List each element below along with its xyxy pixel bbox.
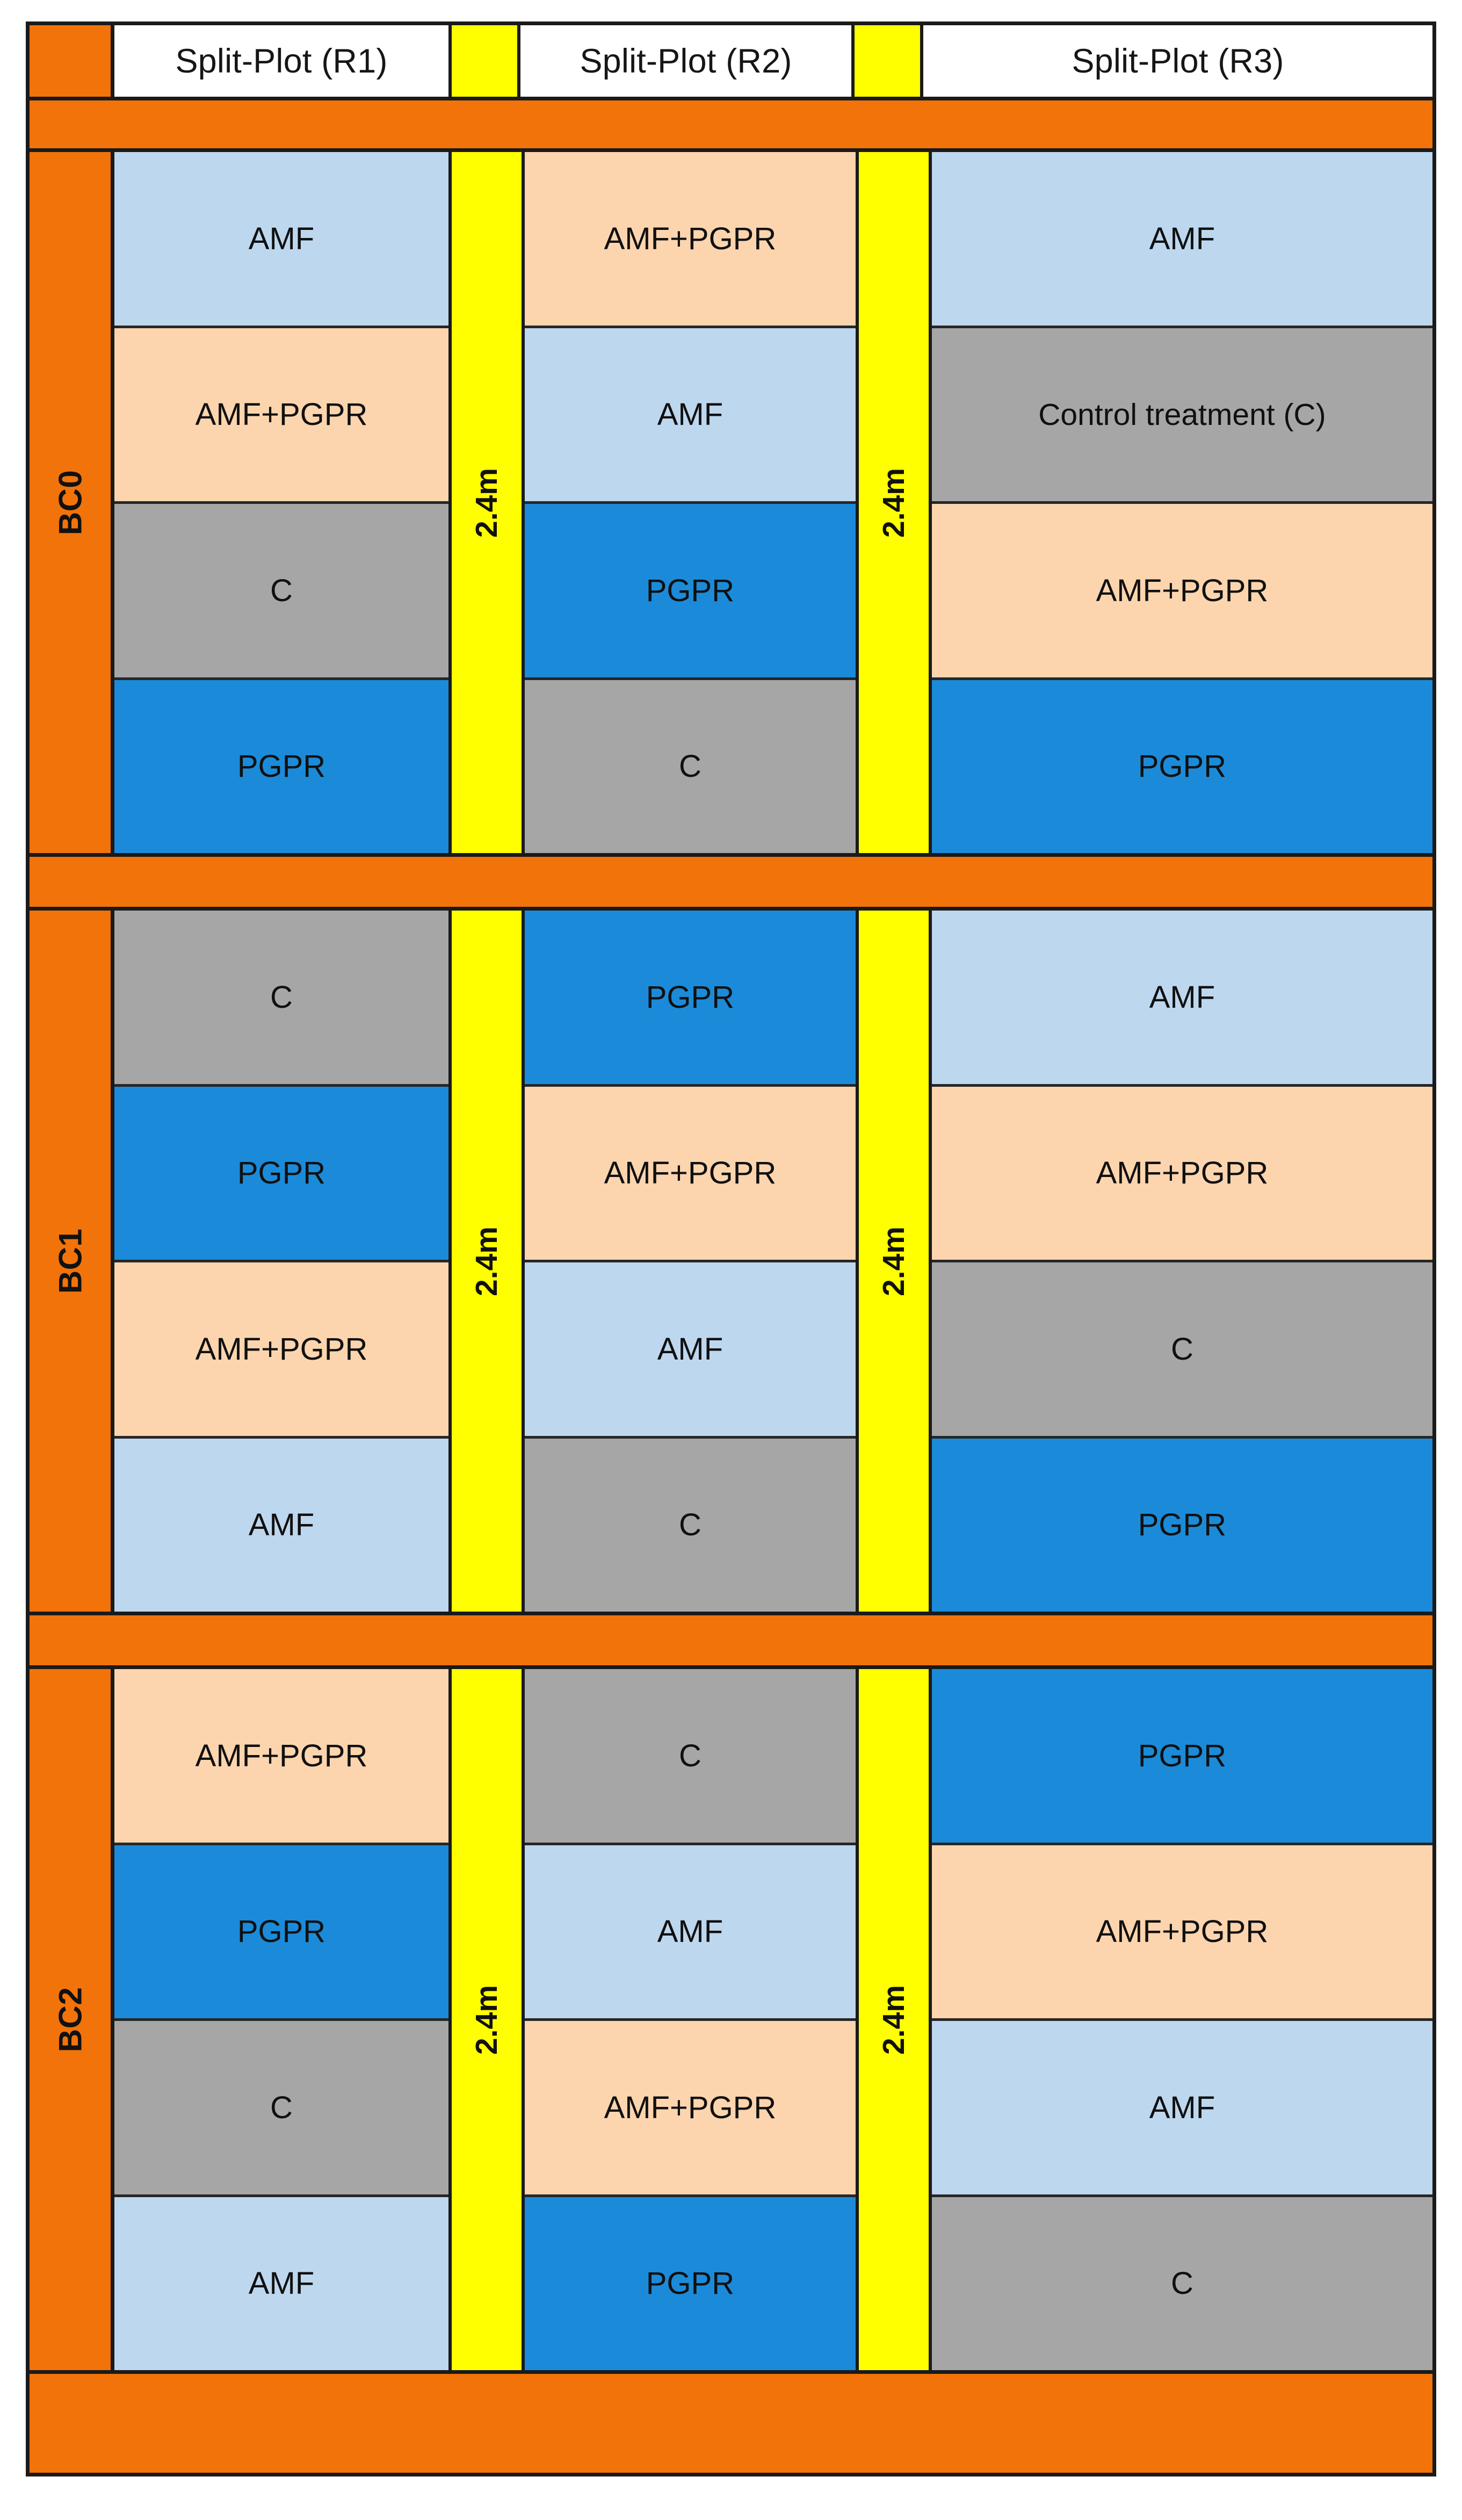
plot-bc0-r1-1[interactable]: AMF [114,152,448,328]
block-label-bc0-text: BC0 [52,470,88,536]
plot-bc1-r2-4[interactable]: C [524,1438,856,1612]
alley-bc2-1: 2.4m [452,1669,525,2370]
alley-bc1-1-label: 2.4m [469,1226,504,1296]
border-band-bottom [30,2374,1432,2473]
alley-bc1-2-label: 2.4m [876,1226,911,1296]
plot-bc0-r2-1[interactable]: AMF+PGPR [524,152,856,328]
plot-bc1-r3-2[interactable]: AMF+PGPR [931,1086,1432,1262]
border-band-top [30,100,1432,152]
alley-bc1-1: 2.4m [452,911,525,1612]
plot-bc2-r3-2[interactable]: AMF+PGPR [931,1845,1432,2021]
plot-bc0-r2-4[interactable]: C [524,680,856,853]
header-alley-2 [855,25,923,97]
alley-bc2-2-label: 2.4m [876,1984,911,2055]
plot-bc1-r1-1[interactable]: C [114,911,448,1087]
plot-bc1-r3-4[interactable]: PGPR [931,1438,1432,1612]
plot-bc2-r2-1[interactable]: C [524,1669,856,1845]
block-label-bc2: BC2 [30,1669,114,2370]
block-bc1: BC1 C PGPR AMF+PGPR AMF 2.4m PGPR AMF+PG… [30,911,1432,1615]
block-bc0-replicate-r1: AMF AMF+PGPR C PGPR [114,152,452,853]
block-bc0: BC0 AMF AMF+PGPR C PGPR 2.4m AMF+PGPR AM… [30,152,1432,857]
alley-bc2-1-label: 2.4m [469,1984,504,2055]
block-bc1-replicate-r3: AMF AMF+PGPR C PGPR [931,911,1432,1612]
header-corner-spacer [30,25,114,97]
block-label-bc1-text: BC1 [52,1228,88,1294]
alley-bc0-2: 2.4m [858,152,932,853]
alley-bc0-2-label: 2.4m [876,467,911,538]
plot-bc1-r1-3[interactable]: AMF+PGPR [114,1262,448,1439]
field-layout-diagram: Split-Plot (R1) Split-Plot (R2) Split-Pl… [26,21,1436,2476]
plot-bc2-r1-1[interactable]: AMF+PGPR [114,1669,448,1845]
plot-bc2-r1-3[interactable]: C [114,2021,448,2197]
block-label-bc2-text: BC2 [52,1987,88,2053]
plot-bc0-r2-3[interactable]: PGPR [524,504,856,680]
alley-bc0-1: 2.4m [452,152,525,853]
plot-bc0-r1-4[interactable]: PGPR [114,680,448,853]
plot-bc2-r1-2[interactable]: PGPR [114,1845,448,2021]
plot-bc2-r2-3[interactable]: AMF+PGPR [524,2021,856,2197]
plot-bc1-r3-3[interactable]: C [931,1262,1432,1439]
block-bc1-replicate-r2: PGPR AMF+PGPR AMF C [524,911,859,1612]
plot-bc1-r3-1[interactable]: AMF [931,911,1432,1087]
header-split-plot-r2: Split-Plot (R2) [520,25,855,97]
border-band-mid-2 [30,1615,1432,1669]
block-bc1-replicate-r1: C PGPR AMF+PGPR AMF [114,911,452,1612]
block-bc0-replicate-r3: AMF Control treatment (C) AMF+PGPR PGPR [931,152,1432,853]
plot-bc0-r3-1[interactable]: AMF [931,152,1432,328]
header-row: Split-Plot (R1) Split-Plot (R2) Split-Pl… [30,25,1432,100]
plot-bc2-r2-4[interactable]: PGPR [524,2197,856,2370]
alley-bc2-2: 2.4m [858,1669,932,2370]
border-band-mid-1 [30,857,1432,911]
block-bc2: BC2 AMF+PGPR PGPR C AMF 2.4m C AMF AMF+P… [30,1669,1432,2374]
block-bc0-replicate-r2: AMF+PGPR AMF PGPR C [524,152,859,853]
plot-bc1-r1-2[interactable]: PGPR [114,1086,448,1262]
alley-bc1-2: 2.4m [858,911,932,1612]
plot-bc0-r1-3[interactable]: C [114,504,448,680]
block-label-bc1: BC1 [30,911,114,1612]
plot-bc0-r2-2[interactable]: AMF [524,328,856,504]
plot-bc0-r1-2[interactable]: AMF+PGPR [114,328,448,504]
header-split-plot-r1: Split-Plot (R1) [114,25,452,97]
block-bc2-replicate-r1: AMF+PGPR PGPR C AMF [114,1669,452,2370]
plot-bc2-r2-2[interactable]: AMF [524,1845,856,2021]
plot-bc1-r2-1[interactable]: PGPR [524,911,856,1087]
block-bc2-replicate-r3: PGPR AMF+PGPR AMF C [931,1669,1432,2370]
plot-bc2-r3-4[interactable]: C [931,2197,1432,2370]
block-label-bc0: BC0 [30,152,114,853]
plot-bc0-r3-3[interactable]: AMF+PGPR [931,504,1432,680]
header-split-plot-r3: Split-Plot (R3) [923,25,1432,97]
plot-bc1-r2-3[interactable]: AMF [524,1262,856,1439]
plot-bc2-r3-3[interactable]: AMF [931,2021,1432,2197]
plot-bc2-r3-1[interactable]: PGPR [931,1669,1432,1845]
block-bc2-replicate-r2: C AMF AMF+PGPR PGPR [524,1669,859,2370]
plot-bc0-r3-2[interactable]: Control treatment (C) [931,328,1432,504]
plot-bc0-r3-4[interactable]: PGPR [931,680,1432,853]
alley-bc0-1-label: 2.4m [469,467,504,538]
header-alley-1 [452,25,520,97]
plot-bc1-r2-2[interactable]: AMF+PGPR [524,1086,856,1262]
plot-bc2-r1-4[interactable]: AMF [114,2197,448,2370]
plot-bc1-r1-4[interactable]: AMF [114,1438,448,1612]
